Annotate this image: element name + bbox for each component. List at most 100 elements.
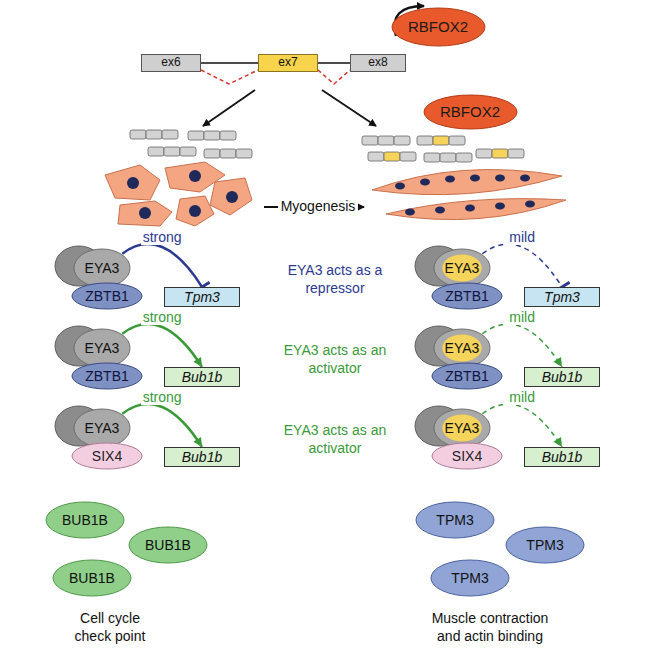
ellipse-shape [434, 329, 490, 367]
nuclei [127, 170, 238, 219]
edge-label: strong [141, 230, 184, 245]
connector-line [201, 62, 258, 64]
connector-path [122, 324, 202, 367]
node-text: TPM3 [436, 512, 473, 528]
connector-path [122, 244, 202, 287]
mrna-segment [384, 152, 400, 161]
connector-path [482, 244, 562, 287]
nucleus [395, 183, 405, 190]
node-text: Tpm3 [184, 289, 220, 305]
mrna-segment [394, 136, 410, 145]
ellipse-shape [416, 502, 494, 538]
ellipse-shape [392, 8, 485, 46]
nucleus [495, 175, 505, 182]
protein-ellipse: BUB1B [128, 526, 208, 564]
ellipse-shape [46, 502, 124, 538]
node-text: ex7 [278, 56, 297, 70]
ellipse-shape [506, 527, 584, 563]
node-text: ex6 [161, 56, 180, 70]
myoblast [118, 201, 172, 226]
mrna-segment [456, 153, 472, 162]
mrna-segment [204, 149, 220, 158]
protein-ellipse: BUB1B [52, 559, 132, 597]
node-text: Bub1b [542, 369, 582, 385]
node-text: BUB1B [69, 570, 115, 586]
mrna-segment [362, 136, 378, 145]
node-text: EYA3 [85, 340, 120, 356]
myotube [372, 170, 562, 195]
mrna-segment [449, 136, 465, 145]
node-text: TPM3 [451, 570, 488, 586]
nucleus [139, 207, 151, 219]
node-text: Bub1b [182, 449, 222, 465]
node-text: ZBTB1 [85, 288, 129, 304]
node-text: RBFOX2 [440, 103, 500, 120]
edge-label: mild [507, 310, 537, 325]
protein-ellipse: RBFOX2 [391, 7, 486, 47]
myotubes [372, 170, 566, 220]
splice-arrow [322, 90, 376, 126]
edge-label: mild [507, 230, 537, 245]
node-text: SIX4 [92, 448, 122, 464]
regulation-arrow [122, 404, 202, 447]
splice-arrow [203, 90, 255, 126]
ellipse-shape [432, 363, 502, 389]
connector-path [482, 324, 562, 367]
ellipse-shape [434, 409, 490, 447]
mrna-segment [378, 136, 394, 145]
nucleus [495, 203, 505, 210]
mrna-segment [417, 136, 433, 145]
exon-box: ex7 [258, 54, 318, 72]
node-text: Tpm3 [544, 289, 580, 305]
ellipse-shape [74, 409, 130, 447]
regulation-arrow [482, 244, 569, 292]
ellipse-shape [424, 95, 517, 129]
arrow-head [553, 357, 562, 367]
regulation-arrow [122, 244, 209, 292]
mrna-segment [162, 130, 178, 139]
mrna-segment [508, 149, 524, 158]
protein-ellipse: EYA3 [73, 248, 131, 288]
ellipse-shape [432, 443, 502, 469]
ellipse-shape [434, 249, 490, 287]
protein-ellipse: EYA3 [433, 408, 491, 448]
protein-ellipse: ZBTB1 [71, 362, 143, 390]
mrna-segment [130, 130, 146, 139]
ellipse-shape [74, 329, 130, 367]
exon-box: ex8 [350, 54, 406, 72]
role-label: EYA3 acts as an activator [260, 422, 410, 457]
protein-ellipse: ZBTB1 [431, 282, 503, 310]
ellipse-shape [72, 443, 142, 469]
exon7-isoform-mark [442, 414, 481, 441]
exon7-isoform-mark [442, 334, 481, 361]
arrow-head [553, 437, 562, 447]
mrna-segment [180, 147, 196, 156]
intron-line [318, 63, 350, 64]
arrow-head [193, 357, 202, 367]
protein-ellipse: EYA3 [433, 328, 491, 368]
node-text: Bub1b [182, 369, 222, 385]
node-text: EYA3 [85, 420, 120, 436]
splice-line [201, 70, 258, 84]
mrna-segment [433, 136, 449, 145]
node-text: EYA3 [85, 260, 120, 276]
ellipse-shape [53, 560, 131, 596]
protein-ellipse: SIX4 [71, 442, 143, 470]
protein-ellipse: TPM3 [415, 501, 495, 539]
nucleus [420, 179, 430, 186]
nucleus [189, 205, 201, 217]
gene-box: Bub1b [524, 367, 600, 387]
myoblast [176, 196, 214, 226]
exon-box: ex6 [141, 54, 201, 72]
regulation-arrow [482, 404, 562, 447]
nuclei [395, 175, 535, 216]
connector-line [318, 62, 350, 64]
node-text: SIX4 [452, 448, 482, 464]
mrna-segment [424, 153, 440, 162]
protein-ellipse: SIX4 [431, 442, 503, 470]
nucleus [127, 177, 139, 189]
ellipse-shape [432, 283, 502, 309]
protein-ellipse: EYA3 [73, 328, 131, 368]
